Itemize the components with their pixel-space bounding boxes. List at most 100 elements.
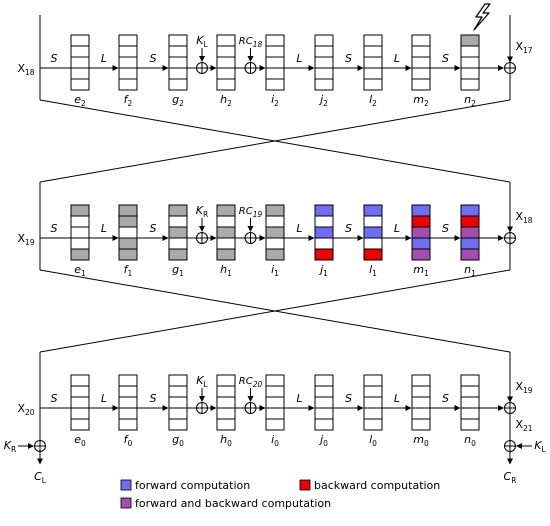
state-cell — [460, 45, 480, 58]
state-box-l-round-0 — [363, 34, 383, 91]
const-xor-round-2 — [244, 402, 257, 414]
state-cell — [216, 407, 236, 420]
state-cell — [411, 34, 431, 47]
state-label-h-round-0: h2 — [220, 93, 232, 108]
state-cell — [363, 45, 383, 58]
state-label-f-round-0: f2 — [124, 93, 133, 108]
op-label-l-round-2: L — [296, 392, 302, 405]
state-cell — [216, 248, 236, 261]
state-cell — [216, 56, 236, 69]
op-label-s-round-0: S — [150, 52, 157, 65]
state-box-e-round-0 — [70, 34, 90, 91]
state-cell — [314, 78, 334, 91]
state-cell — [168, 407, 188, 420]
legend-label: forward and backward computation — [135, 497, 331, 510]
state-cell — [118, 418, 138, 431]
state-cell — [118, 374, 138, 387]
state-cell — [216, 45, 236, 58]
state-cell — [363, 385, 383, 398]
state-cell — [363, 237, 383, 250]
state-cell — [118, 67, 138, 80]
state-cell — [118, 45, 138, 58]
state-cell — [314, 237, 334, 250]
state-label-j-round-1: j1 — [318, 263, 328, 278]
state-cell — [216, 418, 236, 431]
lightning-bolt-icon — [473, 3, 491, 31]
state-cell — [363, 67, 383, 80]
state-cell — [168, 374, 188, 387]
state-label-n-round-0: n2 — [464, 93, 476, 108]
state-cell — [168, 226, 188, 239]
state-cell — [460, 385, 480, 398]
state-cell — [314, 374, 334, 387]
state-cell — [411, 418, 431, 431]
state-cell — [265, 226, 285, 239]
state-cell — [168, 215, 188, 228]
state-box-f-round-1 — [118, 204, 138, 261]
state-cell — [216, 78, 236, 91]
op-label-l-round-1: L — [101, 222, 107, 235]
ciphertext-right-label: CR — [504, 470, 517, 485]
state-cell — [314, 418, 334, 431]
state-cell — [411, 45, 431, 58]
feistel-xor-round-0 — [504, 62, 516, 74]
state-cell — [216, 204, 236, 217]
state-label-i-round-0: i2 — [271, 93, 279, 108]
state-cell — [460, 396, 480, 409]
left-input-label-round-2: X20 — [17, 402, 34, 417]
state-box-i-round-2 — [265, 374, 285, 431]
op-label-s-round-1: S — [345, 222, 352, 235]
state-cell — [314, 45, 334, 58]
right-output-label-round-1: X18 — [515, 210, 532, 225]
state-cell — [314, 34, 334, 47]
state-cell — [168, 237, 188, 250]
state-cell — [70, 215, 90, 228]
state-label-n-round-2: n0 — [464, 433, 476, 448]
state-box-i-round-1 — [265, 204, 285, 261]
state-cell — [411, 374, 431, 387]
state-box-m-round-1 — [411, 204, 431, 261]
state-cell — [460, 418, 480, 431]
op-label-s-round-2: S — [442, 392, 449, 405]
state-cell — [168, 78, 188, 91]
state-cell — [168, 45, 188, 58]
feistel-xor-round-2 — [504, 402, 516, 414]
feistel-xor-round-1 — [504, 232, 516, 244]
state-cell — [70, 374, 90, 387]
whitening-key-right-label: KR — [4, 439, 16, 454]
state-cell — [265, 396, 285, 409]
state-cell — [216, 215, 236, 228]
round-key-label-0: KL — [196, 34, 208, 49]
op-label-l-round-0: L — [101, 52, 107, 65]
state-cell — [70, 396, 90, 409]
state-box-g-round-1 — [168, 204, 188, 261]
key-xor-round-1 — [196, 232, 208, 244]
state-cell — [70, 78, 90, 91]
state-label-g-round-0: g2 — [172, 93, 184, 108]
state-cell — [168, 248, 188, 261]
state-cell — [168, 385, 188, 398]
legend-item-backward: backward computation — [299, 479, 440, 492]
ciphertext-left-label: CL — [34, 470, 47, 485]
state-box-n-round-0 — [460, 34, 480, 91]
state-label-l-round-0: l2 — [369, 93, 377, 108]
state-label-l-round-2: l0 — [369, 433, 377, 448]
key-xor-round-0 — [196, 62, 208, 74]
left-input-label-round-1: X19 — [17, 232, 34, 247]
state-cell — [411, 407, 431, 420]
state-label-m-round-1: m1 — [413, 263, 429, 278]
state-box-n-round-2 — [460, 374, 480, 431]
final-right-xor — [504, 440, 516, 452]
round-key-label-1: KR — [196, 204, 208, 219]
state-label-g-round-1: g1 — [172, 263, 184, 278]
state-cell — [460, 56, 480, 69]
state-cell — [411, 67, 431, 80]
state-cell — [363, 34, 383, 47]
state-cell — [363, 204, 383, 217]
state-cell — [314, 407, 334, 420]
state-cell — [70, 226, 90, 239]
round-constant-label-2: RC20 — [239, 376, 263, 389]
state-cell — [265, 56, 285, 69]
